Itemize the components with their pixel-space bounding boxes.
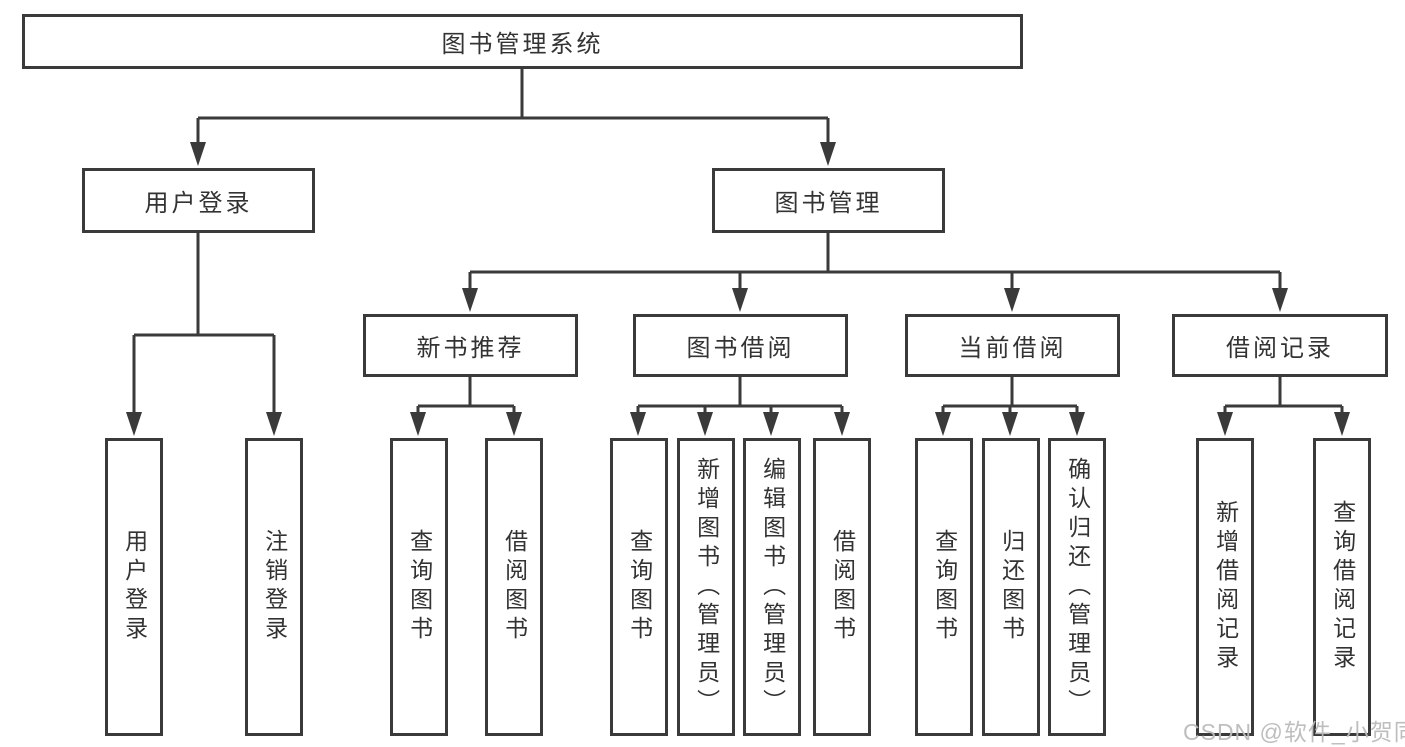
node-library-management-system: 图书管理系统 — [22, 14, 1023, 69]
leaf-add-books-admin: 新增图书（管理员） — [677, 438, 735, 736]
leaf-user-login: 用户登录 — [105, 438, 163, 736]
node-label: 查询图书 — [406, 529, 433, 645]
node-borrowing-records: 借阅记录 — [1172, 314, 1388, 377]
leaf-borrow-books-recommend: 借阅图书 — [485, 438, 543, 736]
leaf-return-books: 归还图书 — [982, 438, 1040, 736]
leaf-query-books-recommend: 查询图书 — [390, 438, 448, 736]
node-label: 用户登录 — [121, 529, 148, 645]
watermark: CSDN @软件_小贺同学 — [1183, 719, 1405, 745]
node-label: 查询借阅记录 — [1329, 500, 1356, 674]
node-label: 编辑图书（管理员） — [759, 456, 786, 718]
node-label: 确认归还（管理员） — [1064, 456, 1091, 718]
node-label: 新书推荐 — [416, 335, 525, 362]
node-user-login: 用户登录 — [82, 168, 315, 233]
node-label: 新增图书（管理员） — [693, 456, 720, 718]
node-book-management: 图书管理 — [712, 168, 945, 233]
leaf-query-books-borrowing: 查询图书 — [610, 438, 668, 736]
node-label: 新增借阅记录 — [1212, 500, 1239, 674]
node-label: 注销登录 — [261, 529, 288, 645]
leaf-confirm-return-admin: 确认归还（管理员） — [1048, 438, 1106, 736]
node-label: 图书借阅 — [686, 335, 795, 362]
node-label: 借阅图书 — [829, 529, 856, 645]
node-label: 用户登录 — [144, 190, 253, 217]
node-label: 当前借阅 — [958, 335, 1067, 362]
node-label: 查询图书 — [626, 529, 653, 645]
node-new-book-recommendation: 新书推荐 — [363, 314, 578, 377]
node-label: 查询图书 — [931, 529, 958, 645]
leaf-logout-login: 注销登录 — [245, 438, 303, 736]
node-label: 图书管理系统 — [441, 31, 604, 58]
node-label: 归还图书 — [998, 529, 1025, 645]
node-current-borrowing: 当前借阅 — [905, 314, 1120, 377]
node-book-borrowing: 图书借阅 — [633, 314, 848, 377]
leaf-add-borrow-record: 新增借阅记录 — [1196, 438, 1254, 736]
node-label: 借阅图书 — [501, 529, 528, 645]
leaf-edit-books-admin: 编辑图书（管理员） — [743, 438, 801, 736]
leaf-query-books-current: 查询图书 — [915, 438, 973, 736]
leaf-borrow-books-borrowing: 借阅图书 — [813, 438, 871, 736]
node-label: 图书管理 — [774, 190, 883, 217]
node-label: 借阅记录 — [1226, 335, 1334, 362]
leaf-query-borrow-record: 查询借阅记录 — [1313, 438, 1371, 736]
